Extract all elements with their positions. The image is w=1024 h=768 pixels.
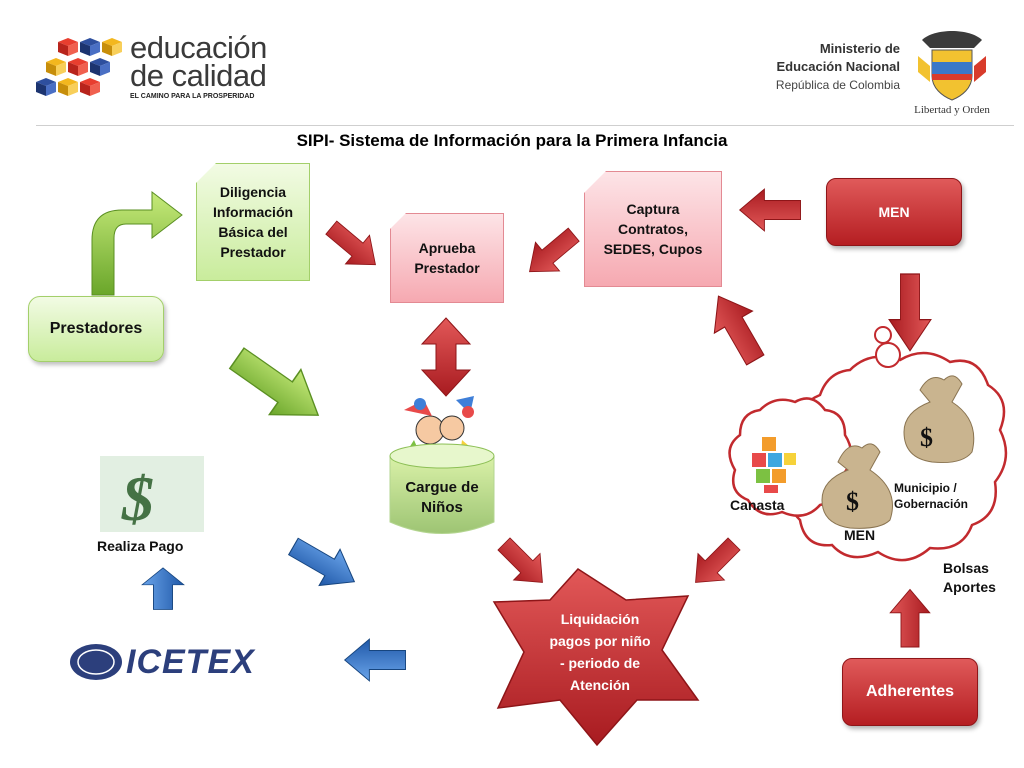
liquidacion-line-4: Atención [570,677,630,693]
colombia-shield-icon: Libertad y Orden [914,26,990,120]
red-arrow-men-bolsas [888,273,932,352]
municipio-line-2: Gobernación [894,497,969,511]
red-arrow-cargue-liquidacion [490,530,557,597]
green-bent-arrow [91,190,183,296]
svg-text:$: $ [920,423,933,452]
page-title: SIPI- Sistema de Información para la Pri… [296,131,728,150]
liquidacion-star [492,568,700,747]
logo-ministerio: Ministerio de Educación Nacional Repúbli… [760,40,900,100]
adherentes-label: Adherentes [865,683,955,700]
icetex-logo [70,642,282,682]
captura-box: Captura Contratos, SEDES, Cupos [584,171,722,287]
aprueba-line-2: Prestador [414,260,480,276]
green-arrow-to-cargue [220,335,335,439]
bolsas-label: Bolsas Aportes [943,559,996,597]
bolsas-line-2: Aportes [943,579,996,595]
logo-line2: de calidad [130,58,267,93]
red-double-arrow [420,317,472,397]
cargue-line-1: Cargue de [405,479,479,496]
municipio-line-1: Municipio / [894,481,957,495]
blue-arrow-to-icetex [344,638,406,682]
prestadores-label: Prestadores [49,320,143,337]
cargue-label: Cargue de Niños [390,478,494,518]
captura-line-2: Contratos, [617,221,688,237]
realiza-pago-label: Realiza Pago [97,538,184,554]
ministerio-line2: Educación Nacional [776,59,900,74]
municipio-label: Municipio / Gobernación [894,480,968,512]
red-arrow-adherentes-bolsas [889,588,931,648]
aprueba-line-1: Aprueba [418,240,476,256]
liquidacion-label: Liquidación pagos por niño - periodo de … [530,608,670,696]
svg-text:$: $ [846,487,859,516]
blue-arrow-to-pago [141,567,185,610]
motto: Libertad y Orden [914,104,990,116]
bolsas-line-1: Bolsas [943,560,989,576]
svg-text:$: $ [121,463,154,534]
diligencia-line-4: Prestador [220,244,286,260]
logo-educacion: educación de calidad EL CAMINO PARA LA P… [36,30,286,106]
prestadores-box: Prestadores [28,296,164,362]
diligencia-line-3: Básica del [218,224,288,240]
cargue-line-2: Niños [421,499,463,516]
canasta-label: Canasta [730,497,785,513]
red-arrow-canasta-liquidacion [681,530,748,597]
cloud-bubble-1 [875,342,901,368]
cloud-bubble-2 [874,326,892,344]
captura-line-3: SEDES, Cupos [603,241,703,257]
dollar-sign-image: $ [100,456,204,534]
toy-blocks-icon [752,437,796,493]
men-top-label: MEN [878,204,910,220]
cargue-cylinder [389,443,495,534]
red-arrow-captura-aprueba [517,219,587,287]
red-arrow-bolsas-captura [698,284,775,372]
diligencia-box: Diligencia Información Básica del Presta… [196,163,310,281]
icetex-text: ICETEX [126,643,255,681]
aprueba-box: Aprueba Prestador [390,213,504,303]
adherentes-box: Adherentes [842,658,978,726]
liquidacion-line-1: Liquidación [560,611,640,627]
ministerio-line1: Ministerio de [819,41,900,56]
cubes-logo-icon [36,38,122,96]
red-arrow-diligencia-aprueba [318,212,388,280]
blue-arrow-to-liquidacion [282,527,366,601]
header-separator [36,125,1014,126]
men-top-box: MEN [826,178,962,246]
red-arrow-men-captura [739,188,801,232]
captura-line-1: Captura [626,201,680,217]
logo-tagline: EL CAMINO PARA LA PROSPERIDAD [130,93,255,100]
men-bag-label: MEN [844,527,876,543]
money-bag-men-icon: $ [821,443,893,529]
money-bag-municipio-icon: $ [903,375,975,463]
liquidacion-line-3: - periodo de [559,655,641,671]
diligencia-line-1: Diligencia [219,184,287,200]
ministerio-line3: República de Colombia [775,78,900,92]
logo-line1: educación [130,30,267,65]
diligencia-line-2: Información [212,204,294,220]
liquidacion-line-2: pagos por niño [549,633,651,649]
